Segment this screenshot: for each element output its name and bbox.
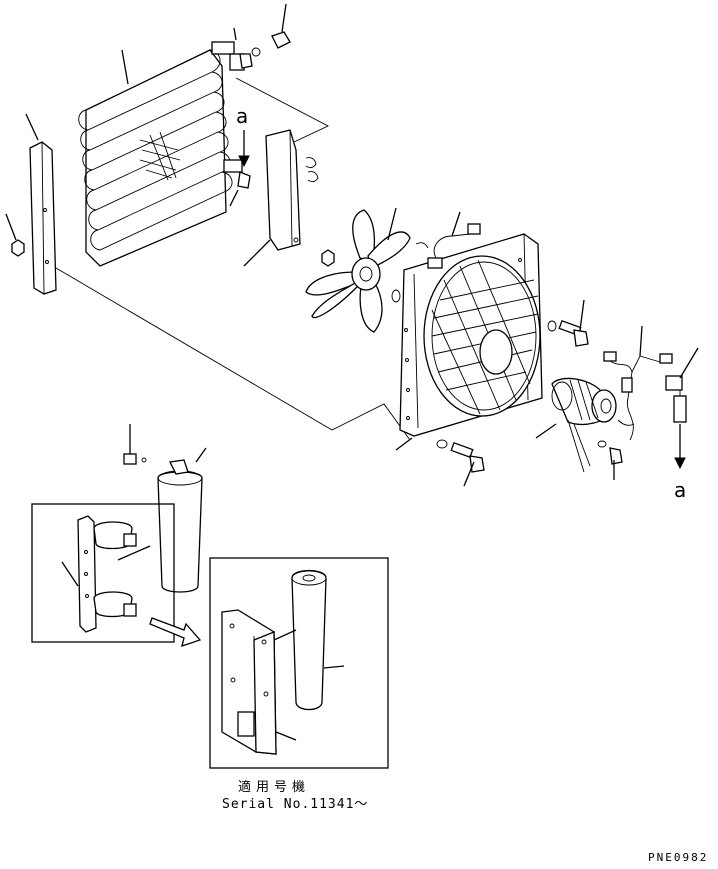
serial-heading: 適用号機 [238, 780, 311, 795]
condenser-right-bracket [243, 129, 301, 267]
bracket-clips [305, 157, 319, 183]
fan-nut [321, 249, 335, 267]
receiver-dryer [157, 447, 207, 593]
fan [305, 207, 411, 333]
transition-arrow [149, 617, 202, 647]
inset-old-bracket [31, 503, 175, 643]
arrow-a-top [238, 130, 250, 168]
motor-nut [597, 440, 623, 480]
fan-harness [415, 211, 481, 269]
shroud-bolt-bottom [436, 439, 485, 487]
arrow-label-bottom: a [674, 478, 687, 502]
relay-connector [665, 347, 699, 423]
condenser-core [78, 49, 233, 267]
leader-lines [55, 77, 411, 441]
dryer-bolt [123, 424, 147, 465]
left-nut [5, 213, 25, 257]
fan-shroud [395, 233, 543, 451]
washer-small [391, 289, 401, 303]
condenser-fittings [211, 3, 291, 207]
drawing-code: PNE0982 [648, 851, 709, 864]
left-side-bracket [25, 113, 57, 295]
arrow-label-top: a [236, 104, 249, 128]
arrow-a-bottom [674, 424, 686, 470]
shroud-bolt-right [547, 299, 589, 347]
relay-harness [603, 325, 673, 441]
inset-new-bracket [209, 557, 389, 769]
fan-motor [535, 377, 617, 473]
serial-number: Serial No.11341～ [222, 797, 369, 812]
